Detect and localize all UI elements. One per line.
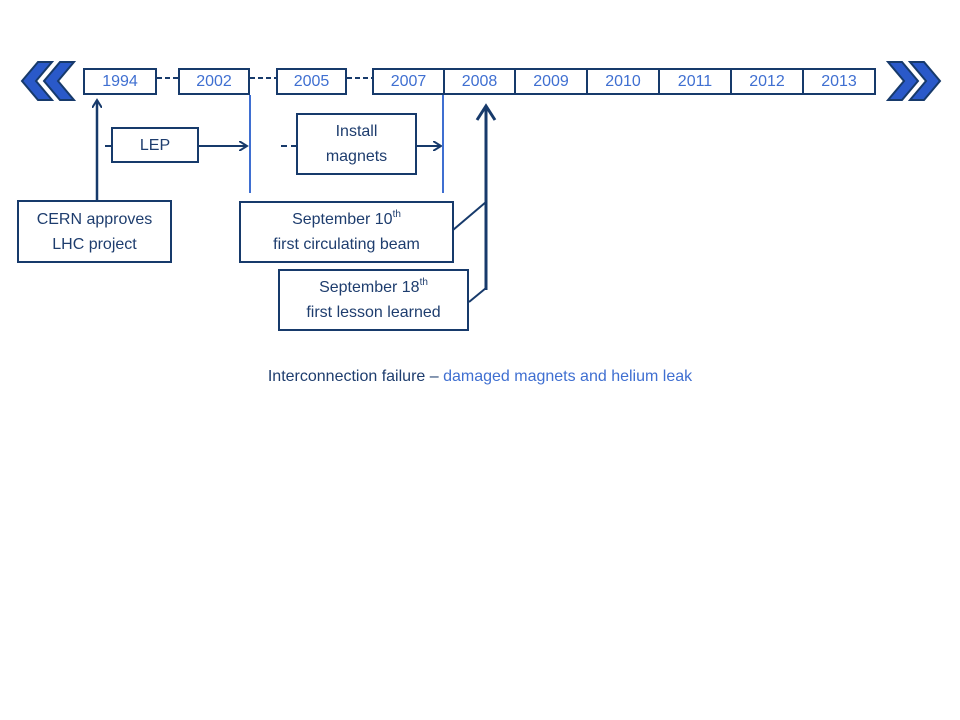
sep10-event-box: September 10th first circulating beam <box>239 201 454 263</box>
cern-label-line2: LHC project <box>52 235 137 253</box>
sep10-sup: th <box>392 208 401 220</box>
install-label-line2: magnets <box>325 148 388 165</box>
sep18-label-line2: first lesson learned <box>306 304 441 321</box>
lep-label: LEP <box>139 136 171 154</box>
year-2013[interactable]: 2013 <box>802 68 876 95</box>
sep10-date: September 10 <box>292 211 393 228</box>
year-2012[interactable]: 2012 <box>730 68 804 95</box>
year-2007[interactable]: 2007 <box>372 68 445 95</box>
sep-arrow-head <box>475 103 497 121</box>
sep10-label-line2: first circulating beam <box>273 236 420 253</box>
year-2002[interactable]: 2002 <box>178 68 250 95</box>
year-2010[interactable]: 2010 <box>586 68 660 95</box>
double-chevron-right-icon <box>885 61 942 101</box>
sep18-event-box: September 18th first lesson learned <box>278 269 469 331</box>
install-label-line1: Install <box>335 123 378 140</box>
sep18-sup: th <box>419 276 428 288</box>
install-magnets-box: Install magnets <box>296 113 417 175</box>
sep10-label-line1: September 10th <box>292 207 401 232</box>
year-2009[interactable]: 2009 <box>514 68 588 95</box>
sep18-connector <box>468 287 487 303</box>
sep18-label-line1: September 18th <box>319 275 428 300</box>
year-2011[interactable]: 2011 <box>658 68 732 95</box>
next-button[interactable] <box>885 60 944 107</box>
caption-main: Interconnection failure – <box>267 368 444 385</box>
lep-phase-box: LEP <box>111 127 199 163</box>
caption: Interconnection failure – damaged magnet… <box>0 368 960 386</box>
cern-approves-box: CERN approves LHC project <box>17 200 172 263</box>
cern-label-line1: CERN approves <box>36 210 153 228</box>
year-2008[interactable]: 2008 <box>443 68 516 95</box>
sep18-date: September 18 <box>319 279 420 296</box>
double-chevron-left-icon <box>20 61 77 101</box>
sep10-connector <box>452 201 487 231</box>
year-1994[interactable]: 1994 <box>83 68 157 95</box>
prev-button[interactable] <box>18 60 77 107</box>
caption-highlight: damaged magnets and helium leak <box>443 368 693 385</box>
year-2005[interactable]: 2005 <box>276 68 347 95</box>
